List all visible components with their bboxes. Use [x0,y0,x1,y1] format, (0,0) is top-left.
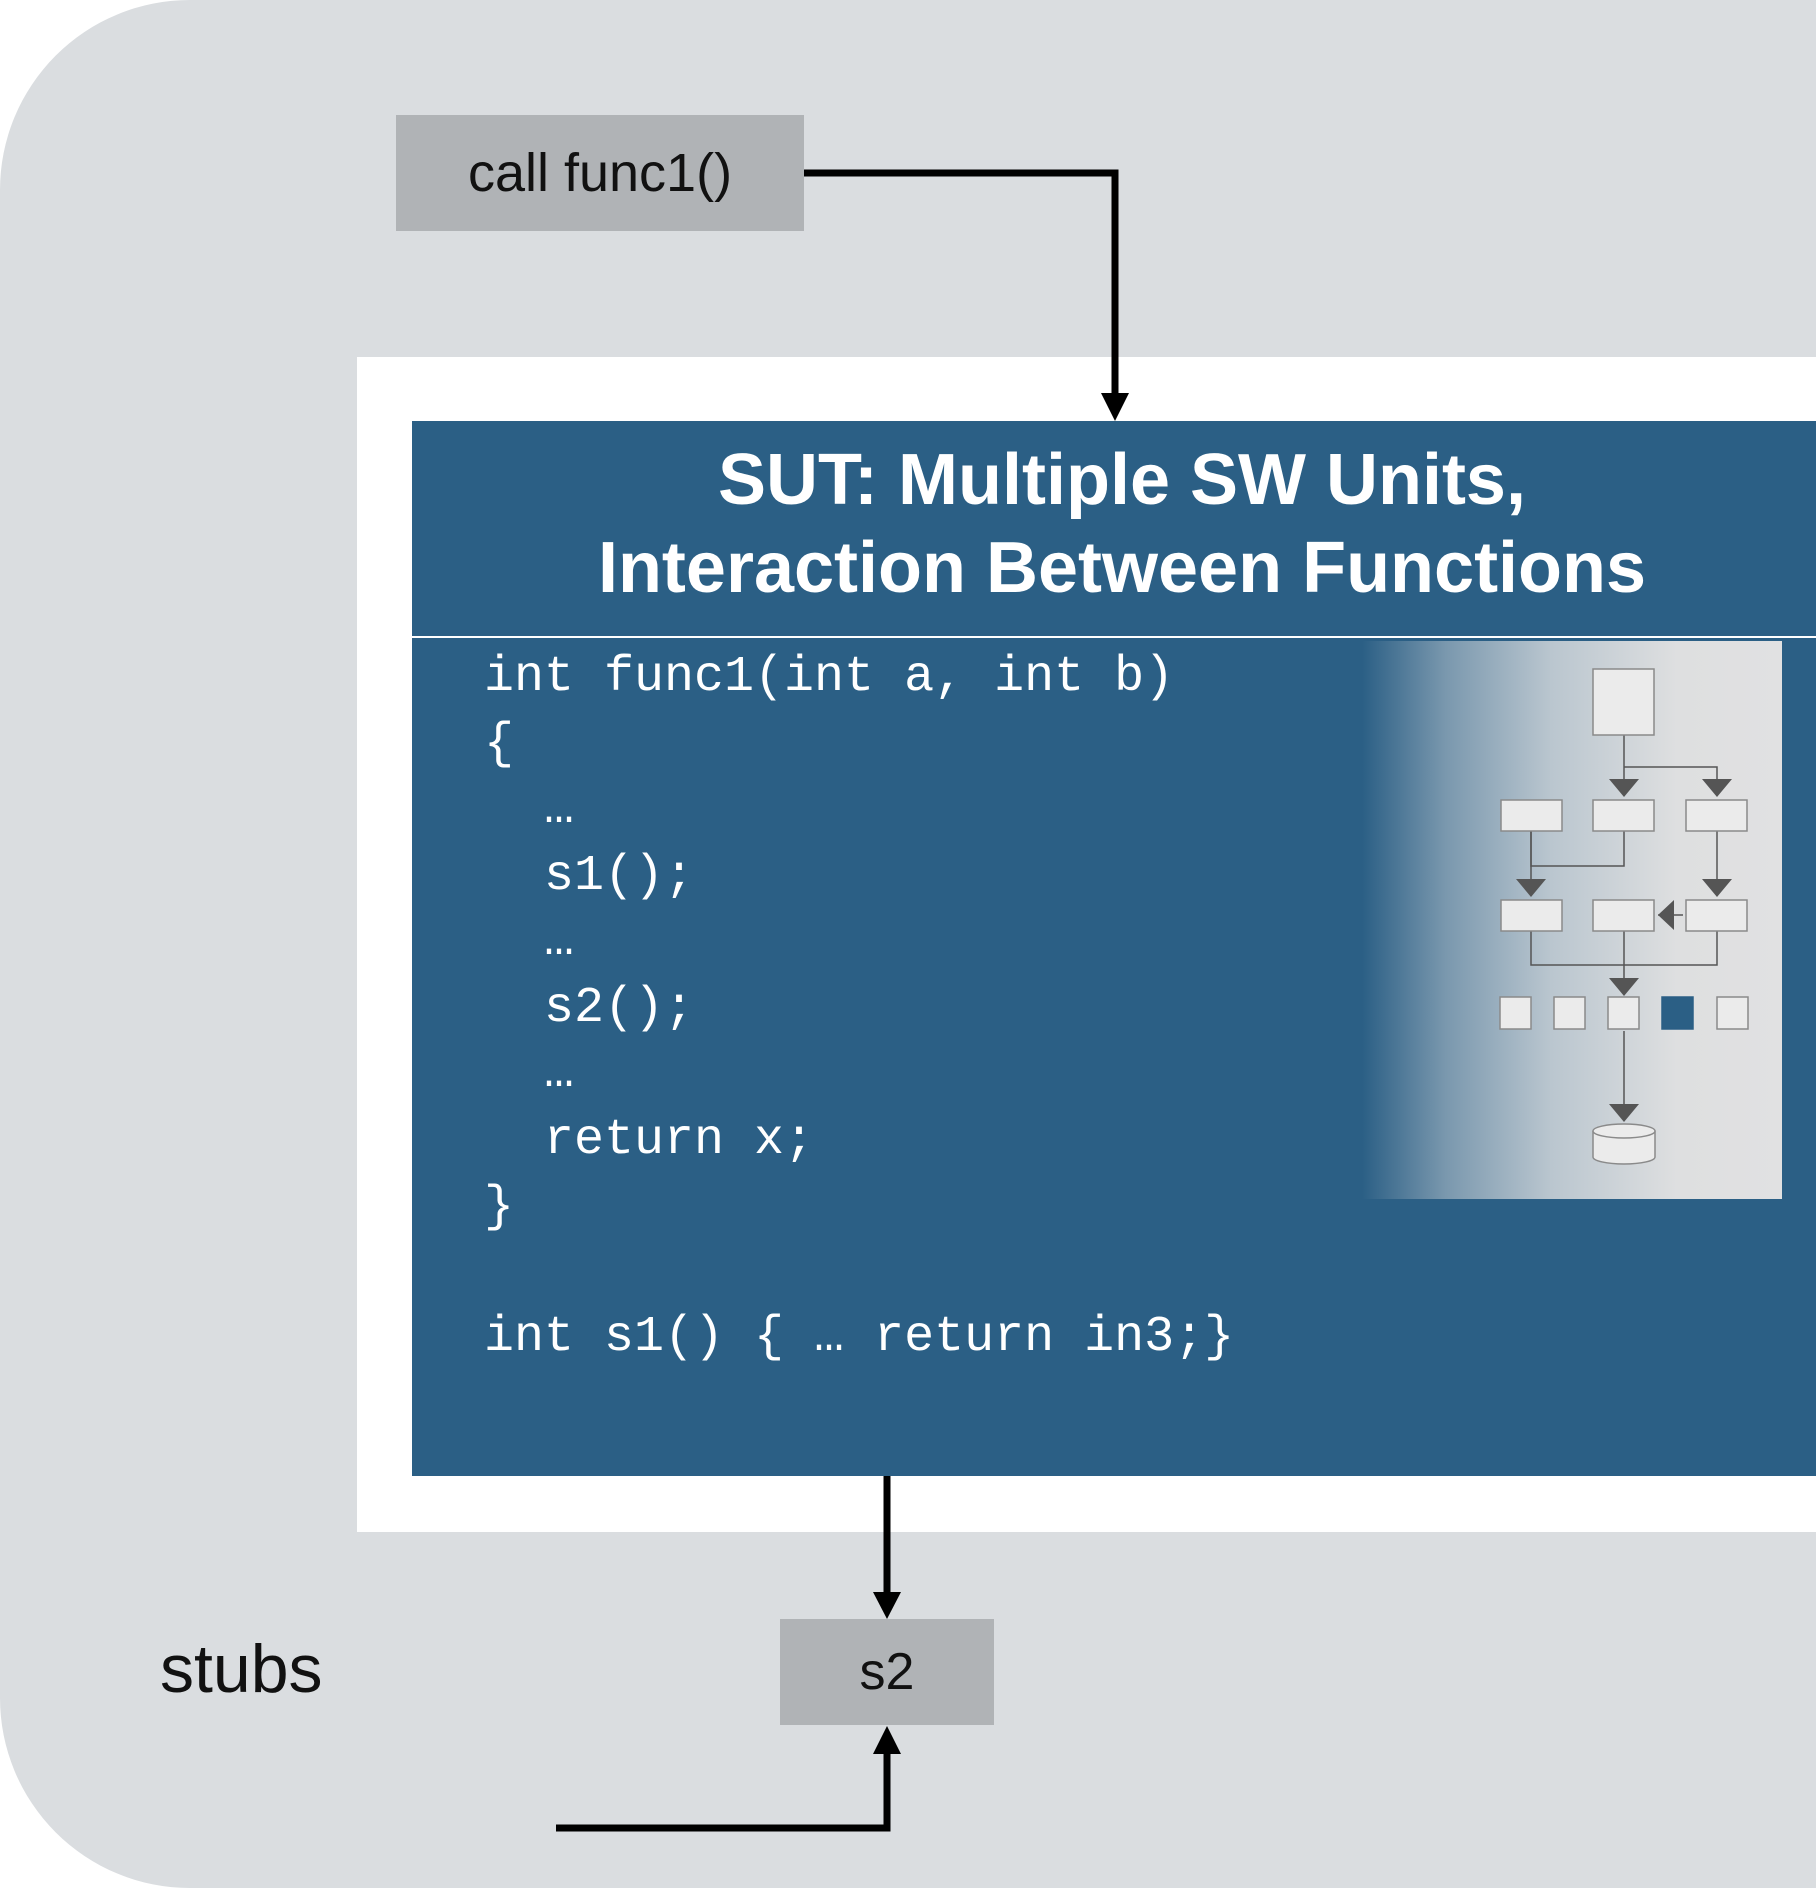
call-to-sut-arrow [804,169,1129,421]
stub-s2-box: s2 [780,1619,994,1725]
code-line: … [484,1045,575,1102]
code-line: … [484,913,575,970]
sut-title-line2: Interaction Between Functions [597,528,1647,608]
sut-to-s2-arrow [873,1476,901,1619]
code-line: int func1(int a, int b) [484,649,1175,706]
code-line: … [484,781,575,838]
title-divider [412,636,1816,638]
s2-return-arrow [556,1726,901,1832]
database-icon [1592,1123,1656,1165]
code-line: s2(); [484,980,695,1037]
flowchart-illustration-graphic [1499,668,1749,1165]
flowchart-illustration-icon [1362,641,1782,1199]
code-line: { [484,716,515,773]
code-line: s1(); [484,848,695,905]
code-line: } [484,1179,515,1236]
code-line: return x; [484,1112,815,1169]
call-func1-box: call func1() [396,115,804,231]
code-line: int s1() { … return in3;} [484,1309,1235,1366]
stubs-label: stubs [160,1631,323,1707]
sut-title: SUT: Multiple SW Units, Interaction Betw… [412,436,1816,612]
sut-title-line1: SUT: Multiple SW Units, [718,440,1526,520]
